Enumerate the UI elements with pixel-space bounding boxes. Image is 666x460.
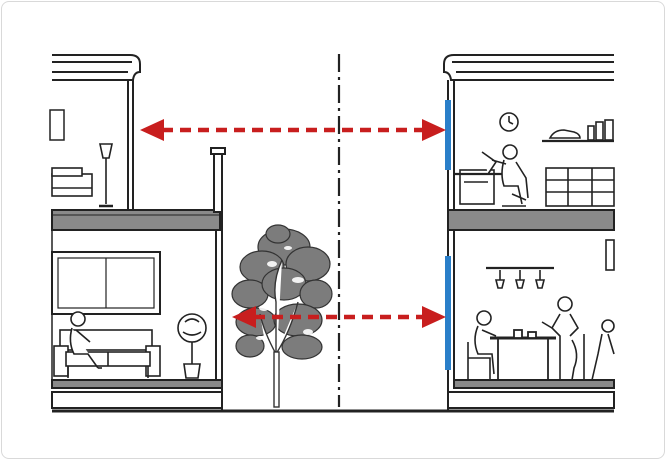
right-building bbox=[443, 54, 615, 410]
wall-frame-icon bbox=[605, 239, 615, 271]
dining-table-icon bbox=[490, 329, 556, 380]
pendant-light-icon bbox=[486, 266, 554, 289]
person-reading-icon bbox=[481, 144, 529, 207]
potted-plant-icon bbox=[177, 313, 207, 379]
upper-window-glass bbox=[445, 100, 451, 170]
lower-airflow-arrow bbox=[232, 306, 446, 328]
upper-airflow-arrow bbox=[140, 119, 446, 141]
lower-window-glass bbox=[445, 256, 451, 370]
left-building bbox=[49, 54, 226, 410]
bed-icon bbox=[51, 167, 93, 197]
person-sitting-sofa-icon bbox=[69, 311, 102, 369]
people-dining-icon bbox=[467, 296, 615, 381]
bookshelf-icon bbox=[542, 119, 614, 143]
desk-icon bbox=[454, 169, 502, 205]
wall-clock-icon bbox=[499, 112, 519, 132]
floor-lamp-icon bbox=[99, 143, 113, 208]
dresser-icon bbox=[545, 167, 615, 207]
